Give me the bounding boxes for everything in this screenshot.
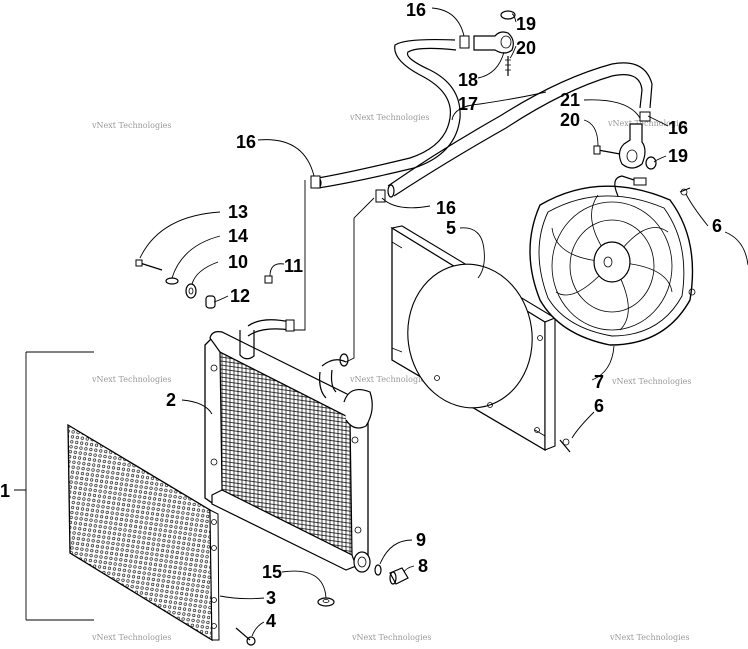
nut-11 [264,275,273,284]
callout-13: 13 [228,202,248,222]
grommet-15 [317,597,335,607]
watermark: vNext Technologies [91,375,171,384]
callout-9: 9 [416,530,426,550]
watermark: vNext Technologies [91,633,171,642]
callout-4: 4 [266,611,276,631]
lower-hose-17 [387,62,653,198]
callout-16-middle: 16 [436,198,456,218]
radiator [204,319,373,573]
callout-6-lower: 6 [594,396,604,416]
o-ring-19-upper [500,10,516,20]
callout-16-top: 16 [406,0,426,20]
watermark: vNext Technologies [351,633,431,642]
callout-12: 12 [230,286,250,306]
callout-18: 18 [458,70,478,90]
callout-20-top: 20 [516,38,536,58]
spacer-12 [205,295,216,309]
bolt-20-lower [593,145,621,155]
callout-2: 2 [166,390,176,410]
watermark: vNext Technologies [349,375,429,384]
callout-16-left: 16 [236,132,256,152]
bushing-10 [185,283,197,299]
callout-19-top: 19 [516,14,536,34]
o-ring-19-lower [645,156,657,170]
grille-screen [67,423,220,642]
callout-3: 3 [266,588,276,608]
hose-fitting-21 [618,123,646,169]
callout-7: 7 [594,372,604,392]
fan-bolt-6 [559,187,691,453]
bolt-13 [135,259,163,271]
watermark: vNext Technologies [91,121,171,130]
callout-1: 1 [0,481,10,501]
leader-lines [14,7,748,637]
callout-10: 10 [228,252,248,272]
callout-14: 14 [228,226,248,246]
bolt-20-upper [505,56,511,76]
fan-shroud [390,225,557,452]
washer-14 [165,277,179,285]
drain-plug-8 [389,567,409,585]
o-ring-9 [374,564,382,576]
callout-11: 11 [284,256,303,276]
watermark: vNext Technologies [611,377,691,386]
hose-fitting-18 [473,31,514,54]
callout-6-upper: 6 [712,216,722,236]
callout-15: 15 [262,562,282,582]
watermark: vNext Technologies [349,113,429,122]
screw-4 [235,627,256,646]
watermarks: vNext Technologies vNext Technologies vN… [91,113,691,642]
callout-17: 17 [458,94,478,114]
callout-21: 21 [560,90,580,110]
callout-19-lower: 19 [668,146,688,166]
watermark: vNext Technologies [607,119,687,128]
callout-8: 8 [418,556,428,576]
callout-20-lower: 20 [560,110,580,130]
callout-labels: 1 2 3 4 5 6 6 7 8 9 10 11 12 13 14 15 16… [0,0,722,631]
cooling-fan [529,175,696,446]
callout-16-right: 16 [668,118,688,138]
watermark: vNext Technologies [609,633,689,642]
callout-5: 5 [446,218,456,238]
